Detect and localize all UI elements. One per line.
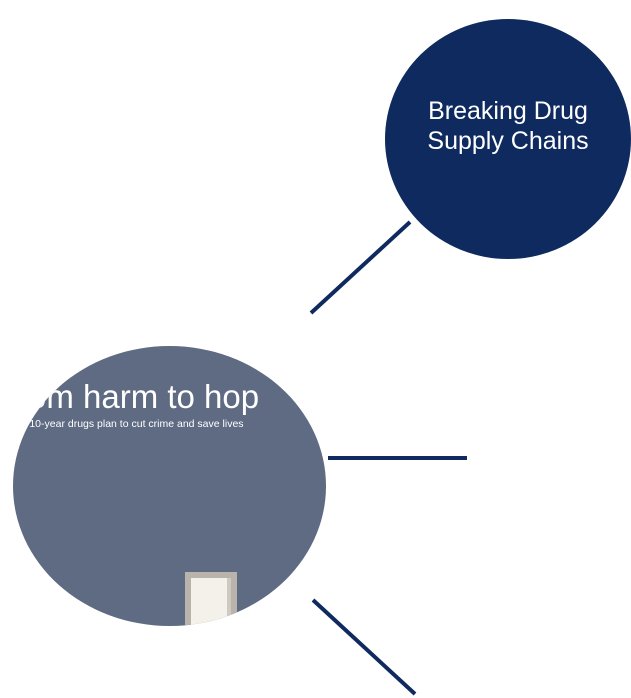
report-cover-image: rom harm to hop A 10-year drugs plan to … bbox=[13, 346, 326, 626]
connector-bottom bbox=[311, 598, 417, 696]
connector-to-supply-chains bbox=[309, 220, 412, 315]
cover-subtitle: A 10-year drugs plan to cut crime and sa… bbox=[20, 418, 244, 430]
node-label: Breaking Drug Supply Chains bbox=[427, 97, 589, 155]
door-graphic bbox=[191, 578, 227, 626]
cover-title: rom harm to hop bbox=[17, 378, 260, 415]
node-breaking-drug-supply-chains: Breaking Drug Supply Chains bbox=[385, 19, 631, 259]
